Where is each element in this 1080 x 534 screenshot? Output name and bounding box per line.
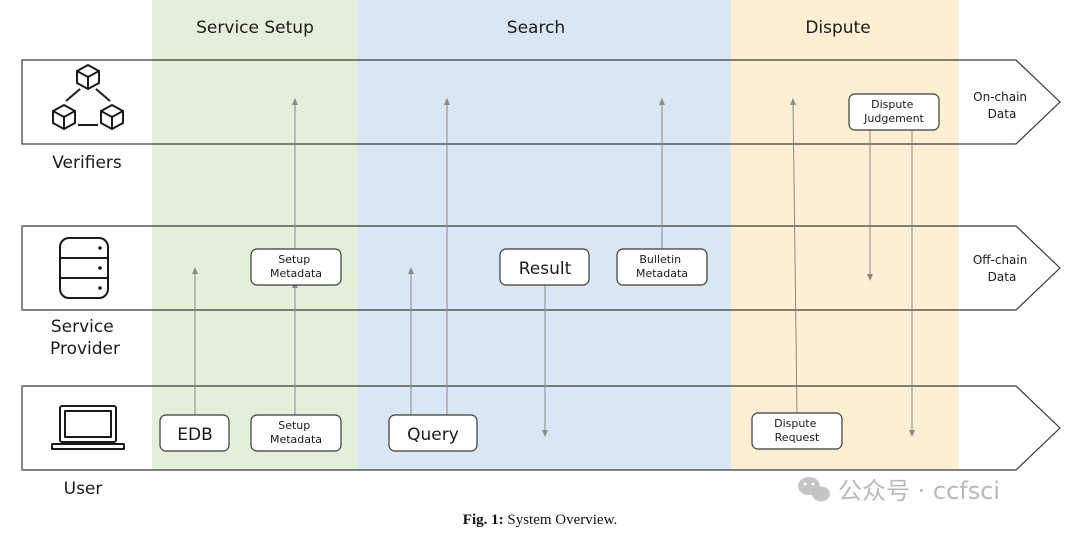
wechat-icon bbox=[798, 477, 830, 502]
bulletin-metadata-line2: Metadata bbox=[636, 267, 688, 280]
bulletin-metadata-line1: Bulletin bbox=[639, 253, 681, 266]
svg-text:Dispute Request: Dispute Request bbox=[774, 417, 820, 444]
phase-band-service-setup bbox=[152, 0, 358, 470]
setup-metadata-provider-line1: Setup bbox=[278, 253, 310, 266]
watermark-text: 公众号 · ccfsci bbox=[838, 477, 1000, 505]
dispute-request-line1: Dispute bbox=[774, 417, 817, 430]
phase-band-dispute bbox=[731, 0, 959, 470]
setup-metadata-user-line1: Setup bbox=[278, 419, 310, 432]
svg-text:Setup Metadata: Setup Metadata bbox=[270, 419, 322, 446]
flow-dispute-request-to-verifiers bbox=[790, 98, 798, 414]
offchain-line1: Off-chain bbox=[973, 253, 1028, 267]
caption-text: System Overview. bbox=[504, 512, 618, 528]
setup-metadata-provider-box: Setup Metadata bbox=[250, 248, 342, 286]
setup-metadata-user-box: Setup Metadata bbox=[250, 414, 342, 452]
phase-title-service-setup: Service Setup bbox=[196, 18, 314, 38]
actor-label-user: User bbox=[64, 479, 103, 499]
onchain-line2: Data bbox=[988, 107, 1017, 121]
setup-metadata-provider-line2: Metadata bbox=[270, 267, 322, 280]
dispute-judgement-line1: Dispute bbox=[871, 98, 914, 111]
lane-user bbox=[21, 385, 1061, 471]
phase-title-search: Search bbox=[507, 18, 565, 38]
caption-prefix: Fig. 1: bbox=[463, 512, 504, 528]
lane-service-provider bbox=[21, 225, 1061, 311]
svg-text:Bulletin Metadata: Bulletin Metadata bbox=[636, 253, 688, 280]
onchain-data-label: On-chain Data bbox=[973, 90, 1031, 121]
actor-label-verifiers: Verifiers bbox=[52, 153, 122, 173]
edb-label: EDB bbox=[177, 425, 213, 445]
offchain-line2: Data bbox=[988, 270, 1017, 284]
bulletin-metadata-box: Bulletin Metadata bbox=[616, 248, 708, 286]
offchain-data-label: Off-chain Data bbox=[973, 253, 1031, 284]
figure-caption: Fig. 1: System Overview. bbox=[463, 512, 617, 528]
edb-box: EDB bbox=[159, 414, 230, 452]
lane-verifiers bbox=[21, 59, 1061, 145]
actor-service-provider-line1: Service bbox=[51, 317, 114, 337]
actor-label-service-provider: Service Provider bbox=[50, 317, 120, 359]
dispute-request-box: Dispute Request bbox=[751, 412, 843, 450]
svg-text:Setup Metadata: Setup Metadata bbox=[270, 253, 322, 280]
onchain-line1: On-chain bbox=[973, 90, 1027, 104]
blockchain-cubes-icon bbox=[52, 64, 124, 130]
actor-service-provider-line2: Provider bbox=[50, 339, 120, 359]
query-label: Query bbox=[407, 425, 459, 445]
svg-text:Dispute Judgement: Dispute Judgement bbox=[863, 98, 924, 125]
phase-title-dispute: Dispute bbox=[805, 18, 870, 38]
dispute-judgement-box: Dispute Judgement bbox=[848, 93, 940, 131]
watermark: 公众号 · ccfsci bbox=[798, 477, 1000, 505]
result-box: Result bbox=[499, 248, 590, 286]
dispute-request-line2: Request bbox=[775, 431, 820, 444]
laptop-icon bbox=[51, 405, 125, 450]
result-label: Result bbox=[519, 259, 572, 279]
dispute-judgement-line2: Judgement bbox=[863, 112, 924, 125]
query-box: Query bbox=[388, 414, 478, 452]
setup-metadata-user-line2: Metadata bbox=[270, 433, 322, 446]
database-icon bbox=[59, 237, 109, 299]
